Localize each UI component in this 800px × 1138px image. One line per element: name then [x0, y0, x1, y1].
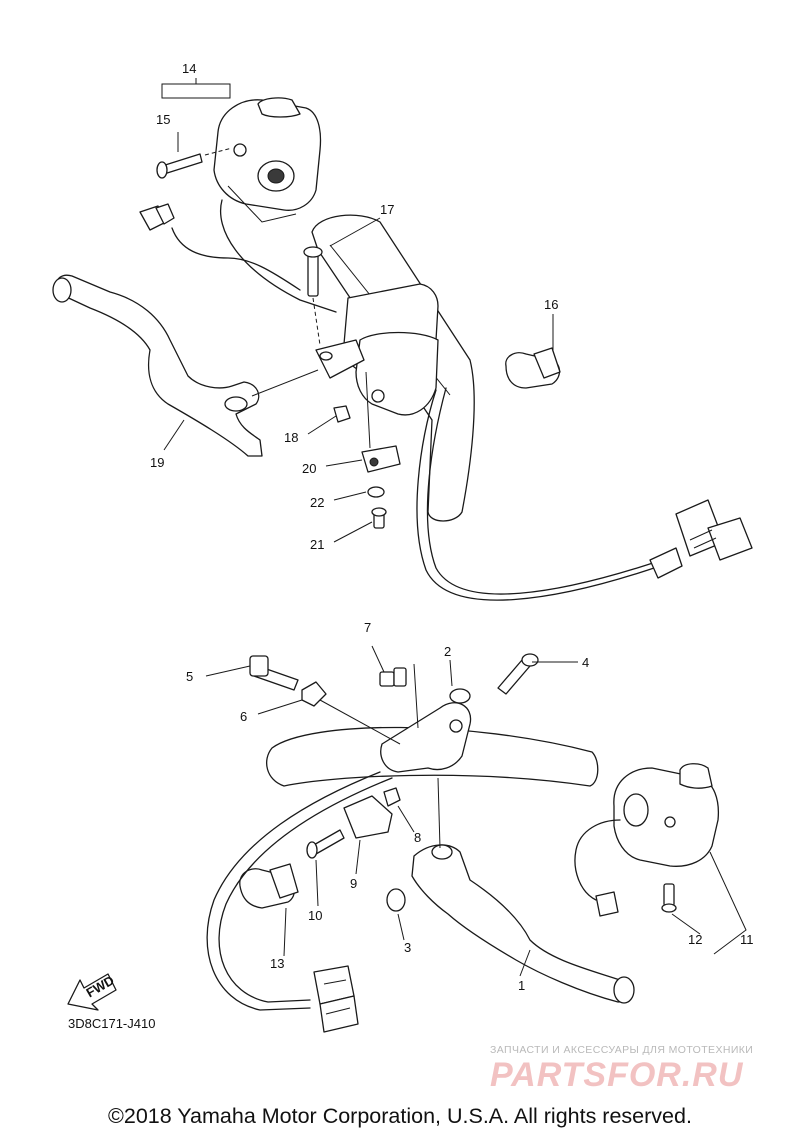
bolt-4 — [497, 653, 539, 695]
callout-18: 18 — [284, 430, 298, 445]
callout-13: 13 — [270, 956, 284, 971]
master-cylinder — [315, 283, 439, 416]
switch-housing-14 — [213, 97, 322, 223]
callout-5: 5 — [186, 669, 193, 684]
callout-6: 6 — [240, 709, 247, 724]
nut-6 — [301, 681, 327, 707]
callout-4: 4 — [582, 655, 589, 670]
clamp-13 — [239, 863, 299, 909]
clamp-16 — [505, 347, 561, 389]
switch-20 — [361, 445, 401, 473]
callout-12: 12 — [688, 932, 702, 947]
switch-housing-11 — [613, 763, 720, 867]
bracket-2 — [380, 688, 472, 773]
callout-21: 21 — [310, 537, 324, 552]
connector-lower — [313, 965, 359, 1033]
callout-9: 9 — [350, 876, 357, 891]
clutch-lever-1 — [411, 844, 635, 1004]
callout-16: 16 — [544, 297, 558, 312]
diagram-code: 3D8C171-J410 — [68, 1016, 156, 1031]
connector-upper — [675, 499, 753, 561]
callout-17: 17 — [380, 202, 394, 217]
callout-labels: 1 2 3 4 5 6 7 8 9 10 11 12 13 14 15 16 1… — [150, 61, 754, 993]
bolt-17 — [303, 246, 323, 346]
watermark-tagline: ЗАПЧАСТИ И АКСЕССУАРЫ ДЛЯ МОТОТЕХНИКИ — [490, 1044, 754, 1056]
callout-1: 1 — [518, 978, 525, 993]
screw-12 — [661, 883, 677, 913]
washer-22 — [367, 486, 385, 498]
screw-7 — [379, 667, 407, 687]
callout-3: 3 — [404, 940, 411, 955]
callout-7: 7 — [364, 620, 371, 635]
lower-assembly: FWD — [67, 653, 720, 1033]
callout-8: 8 — [414, 830, 421, 845]
screw-10 — [306, 829, 345, 859]
callout-20: 20 — [302, 461, 316, 476]
nut-8 — [383, 787, 401, 807]
nut-18 — [333, 405, 351, 423]
switch-9 — [343, 795, 393, 839]
leader-lines — [161, 78, 747, 977]
fwd-arrow: FWD — [67, 973, 117, 1011]
callout-19: 19 — [150, 455, 164, 470]
callout-10: 10 — [308, 908, 322, 923]
brake-lever-19 — [52, 274, 263, 457]
upper-assembly — [52, 97, 753, 601]
screw-21 — [371, 507, 387, 529]
callout-2: 2 — [444, 644, 451, 659]
collar-3 — [386, 888, 406, 912]
watermark-logo: PARTSFOR.RU — [490, 1056, 744, 1094]
screw-15 — [156, 147, 233, 179]
callout-22: 22 — [310, 495, 324, 510]
copyright-notice: ©2018 Yamaha Motor Corporation, U.S.A. A… — [108, 1104, 692, 1128]
callout-14: 14 — [182, 61, 196, 76]
bolt-5 — [249, 655, 299, 691]
callout-15: 15 — [156, 112, 170, 127]
callout-11: 11 — [740, 932, 754, 947]
